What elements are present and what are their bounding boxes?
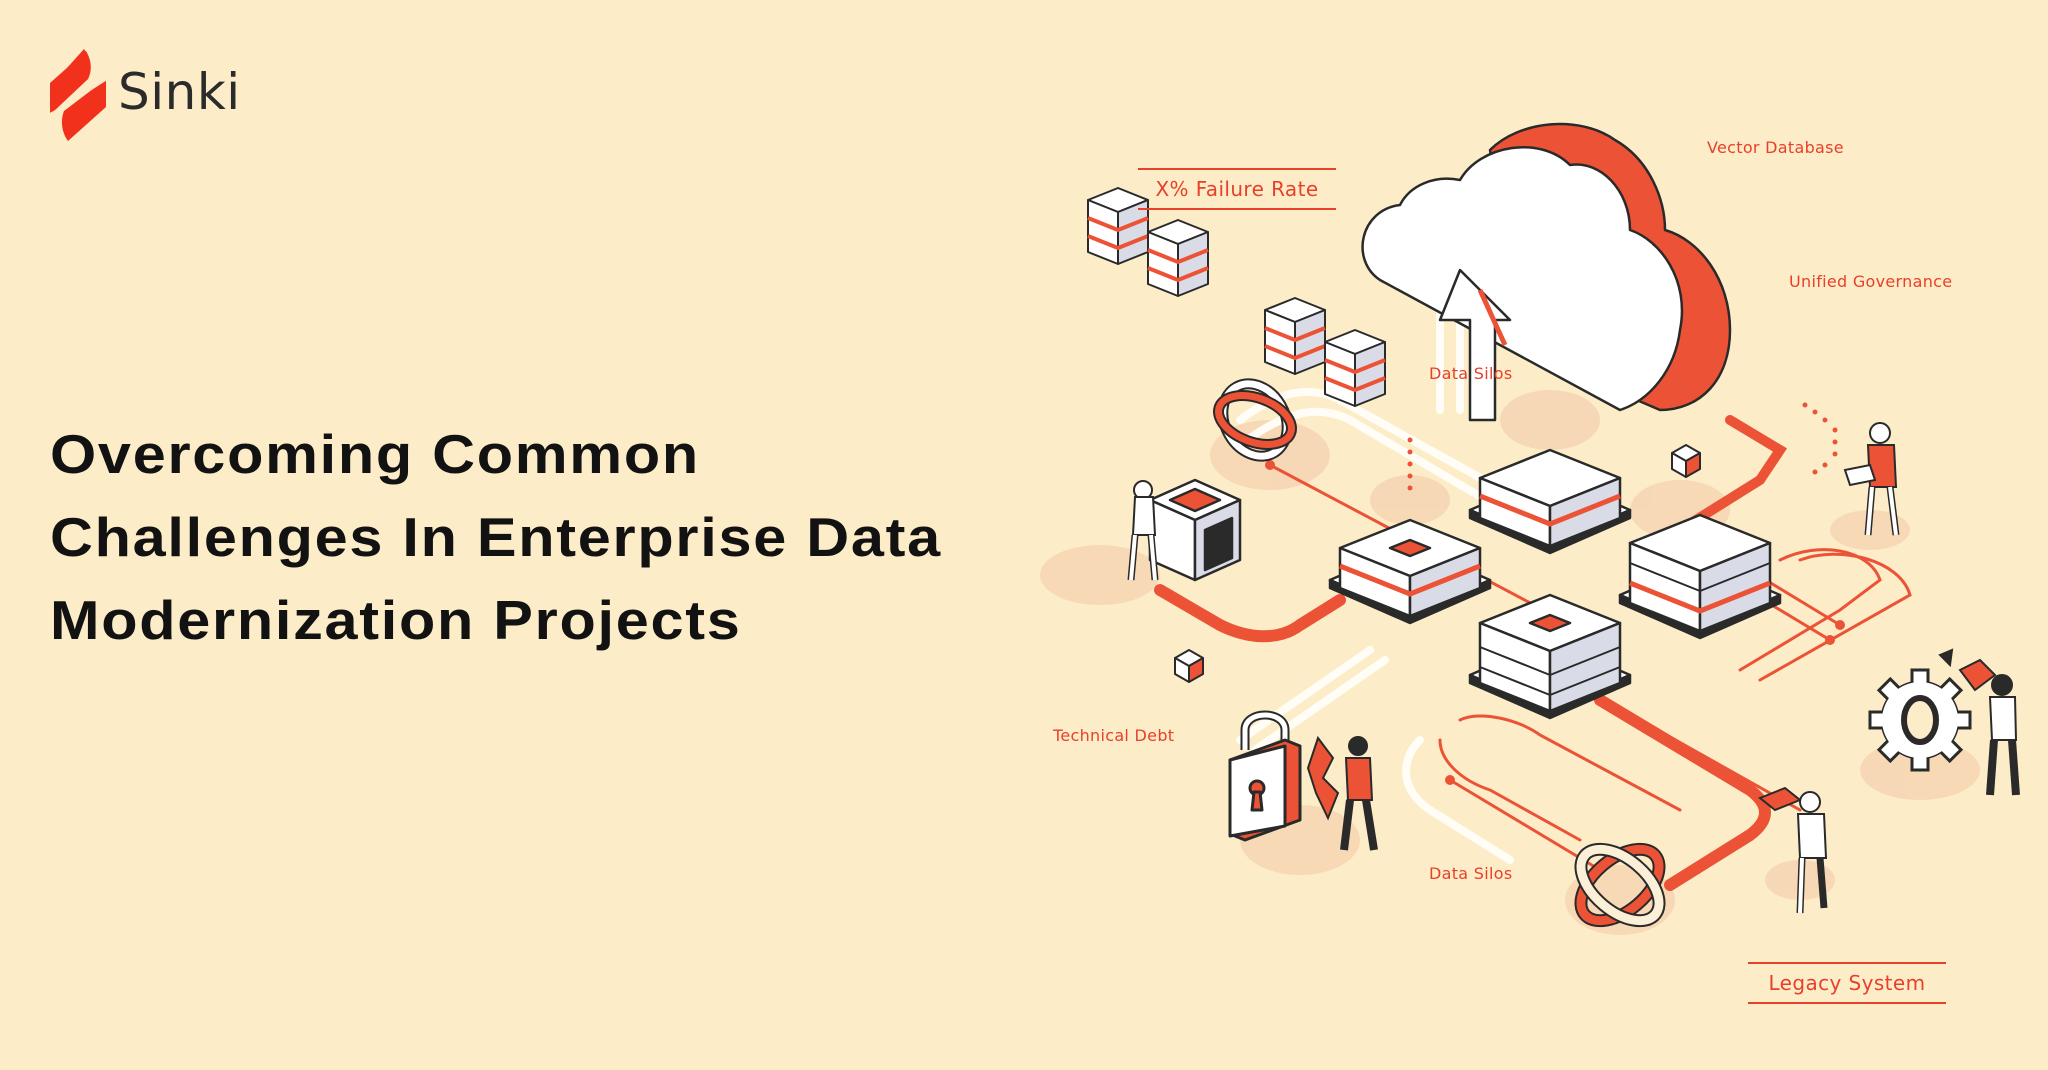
label-data-silos-top: Data Silos	[1429, 364, 1513, 383]
sinki-logo-icon	[49, 49, 107, 141]
person-red-shirt-icon	[1340, 736, 1378, 851]
label-data-silos-bottom: Data Silos	[1429, 864, 1513, 883]
page-title: Overcoming Common Challenges In Enterpri…	[50, 413, 942, 662]
label-failure-rate: X% Failure Rate	[1138, 168, 1336, 210]
pipe-endpoints	[1265, 460, 1845, 785]
cube-device-icon	[1148, 478, 1242, 582]
person-lifting-box-icon	[1938, 648, 2020, 796]
padlock-icon	[1228, 710, 1302, 842]
brand-name: Sinki	[118, 63, 241, 121]
person-pushing-cube-icon	[1127, 480, 1159, 581]
gyroscope-ring-icon-bottom	[1574, 842, 1666, 928]
cloud-icon	[1361, 122, 1732, 422]
brand-logo[interactable]: Sinki	[48, 48, 240, 144]
label-legacy-system: Legacy System	[1748, 962, 1946, 1004]
central-servers	[1328, 448, 1782, 720]
server-stack-icons	[1087, 187, 1386, 407]
person-laptop-icon	[1843, 422, 1900, 536]
data-modernization-illustration	[1040, 122, 2020, 935]
broken-shard-icon	[1306, 735, 1340, 821]
label-unified-governance: Unified Governance	[1789, 272, 1953, 291]
title-line-3: Modernization Projects	[50, 589, 742, 651]
gear-icon	[1868, 668, 1972, 772]
title-line-2: Challenges In Enterprise Data	[50, 506, 942, 568]
title-line-1: Overcoming Common	[50, 423, 700, 485]
small-cube-icons	[1174, 444, 1701, 683]
label-vector-database: Vector Database	[1707, 138, 1844, 157]
dotted-lines	[1407, 402, 1838, 491]
gyroscope-ring-icon-top	[1213, 378, 1297, 462]
person-holding-box-icon	[1758, 786, 1828, 914]
label-technical-debt: Technical Debt	[1053, 726, 1175, 745]
